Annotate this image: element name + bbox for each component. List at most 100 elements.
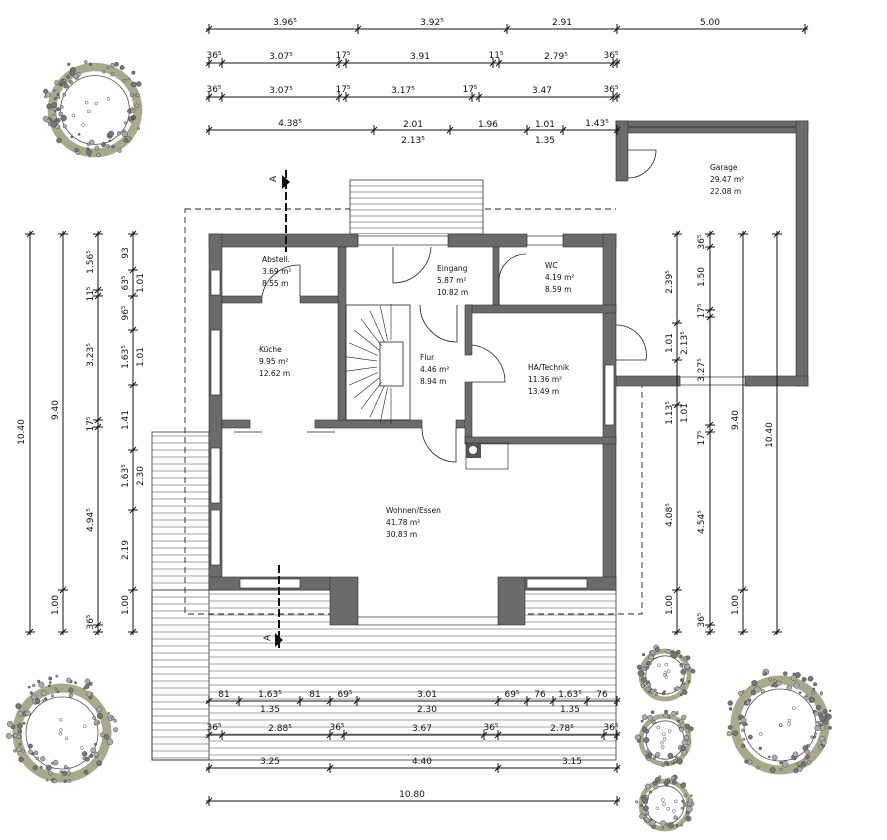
svg-text:5.87 m²: 5.87 m² [437,276,466,285]
trees [5,60,832,832]
svg-text:17⁵: 17⁵ [697,303,707,318]
svg-text:36⁵: 36⁵ [603,85,618,95]
svg-text:4.46 m²: 4.46 m² [420,365,449,374]
svg-text:Küche: Küche [259,345,282,354]
svg-text:HA/Technik: HA/Technik [528,363,570,372]
svg-text:69⁵: 69⁵ [504,690,519,700]
svg-text:2.79⁵: 2.79⁵ [544,52,568,62]
room-label-abstell: Abstell.3.69 m²8.55 m [262,255,291,288]
svg-text:36⁵: 36⁵ [603,723,618,733]
svg-text:3.47: 3.47 [532,86,552,96]
svg-text:Eingang: Eingang [437,264,468,273]
svg-text:2.78⁵: 2.78⁵ [550,724,574,734]
svg-text:2.88⁵: 2.88⁵ [268,724,292,734]
svg-text:30.83 m: 30.83 m [386,530,417,539]
svg-text:36⁵: 36⁵ [329,723,344,733]
svg-text:1.56⁵: 1.56⁵ [86,250,96,274]
svg-text:93: 93 [121,247,131,258]
svg-text:1.35: 1.35 [535,136,555,146]
svg-text:4.38⁵: 4.38⁵ [278,119,302,129]
svg-text:1.96: 1.96 [478,120,498,130]
svg-text:1.35: 1.35 [560,705,580,715]
section-marker-top: A [269,170,290,252]
svg-text:63⁵: 63⁵ [121,275,131,290]
svg-text:2.39⁵: 2.39⁵ [665,270,675,294]
svg-text:1.63⁵: 1.63⁵ [121,345,131,369]
svg-text:3.07⁵: 3.07⁵ [269,86,293,96]
svg-text:9.40: 9.40 [731,410,741,430]
house-interior [209,234,616,625]
svg-text:2.01: 2.01 [403,120,423,130]
svg-text:3.92⁵: 3.92⁵ [420,18,444,28]
svg-text:2.91: 2.91 [552,18,572,28]
svg-text:3.15: 3.15 [562,757,582,767]
svg-text:4.54⁵: 4.54⁵ [697,510,707,534]
tree-icon [635,774,695,832]
svg-text:1.13⁵: 1.13⁵ [665,401,675,425]
svg-text:4.08⁵: 4.08⁵ [665,503,675,527]
svg-text:13.49 m: 13.49 m [528,387,559,396]
svg-text:69⁵: 69⁵ [337,690,352,700]
svg-text:1.01: 1.01 [535,120,555,130]
svg-text:3.69 m²: 3.69 m² [262,267,291,276]
svg-text:36⁵: 36⁵ [603,51,618,61]
dimension-lines [25,24,809,806]
garage-side-door [627,149,657,179]
svg-text:1.01: 1.01 [665,333,675,353]
section-marker-bottom: A [263,565,283,648]
svg-text:36⁵: 36⁵ [206,85,221,95]
svg-text:3.25: 3.25 [260,757,280,767]
svg-text:4.19 m²: 4.19 m² [545,273,574,282]
svg-text:Abstell.: Abstell. [262,255,290,264]
svg-text:3.67: 3.67 [412,724,432,734]
svg-text:17⁵: 17⁵ [335,85,350,95]
svg-text:1.01: 1.01 [136,273,146,293]
svg-text:36⁵: 36⁵ [697,612,707,627]
tree-icon [5,674,118,784]
svg-text:2.13⁵: 2.13⁵ [401,136,425,146]
svg-text:1.01: 1.01 [136,347,146,367]
svg-text:1.00: 1.00 [665,595,675,615]
svg-text:17⁵: 17⁵ [697,430,707,445]
svg-text:17⁵: 17⁵ [462,85,477,95]
svg-text:10.40: 10.40 [17,419,27,445]
svg-text:2.30: 2.30 [136,466,146,486]
tree-icon [42,60,143,158]
svg-text:3.96⁵: 3.96⁵ [273,18,297,28]
svg-text:1.01: 1.01 [680,403,690,423]
svg-text:3.23⁵: 3.23⁵ [86,343,96,367]
svg-text:2.19: 2.19 [121,540,131,560]
svg-text:11⁵: 11⁵ [86,286,96,301]
svg-text:1.00: 1.00 [731,595,741,615]
svg-text:9.95 m²: 9.95 m² [259,357,288,366]
svg-text:1.00: 1.00 [51,595,61,615]
terrace-outline-left [151,431,210,761]
svg-text:5.00: 5.00 [700,18,720,28]
svg-text:1.63⁵: 1.63⁵ [121,464,131,488]
svg-text:2.13⁵: 2.13⁵ [680,331,690,355]
svg-text:8.59 m: 8.59 m [545,285,571,294]
svg-text:9.40: 9.40 [51,400,61,420]
svg-text:A: A [263,634,273,641]
tree-icon [726,668,832,775]
svg-text:11⁵: 11⁵ [488,51,503,61]
staircase [345,304,411,424]
svg-text:17⁵: 17⁵ [86,416,96,431]
svg-text:41.78 m²: 41.78 m² [386,518,420,527]
svg-text:3.07⁵: 3.07⁵ [269,52,293,62]
svg-text:36⁵: 36⁵ [697,234,707,249]
svg-text:12.62 m: 12.62 m [259,369,290,378]
entrance-steps [349,179,484,235]
svg-text:10.40: 10.40 [765,422,775,448]
svg-text:36⁵: 36⁵ [206,51,221,61]
svg-text:11.36 m²: 11.36 m² [528,375,562,384]
room-label-kueche: Küche 9.95 m² 12.62 m [259,345,290,378]
garage-door [679,376,746,386]
svg-text:3.01: 3.01 [417,690,437,700]
svg-text:10.80: 10.80 [399,790,425,800]
svg-text:8.94 m: 8.94 m [420,377,446,386]
